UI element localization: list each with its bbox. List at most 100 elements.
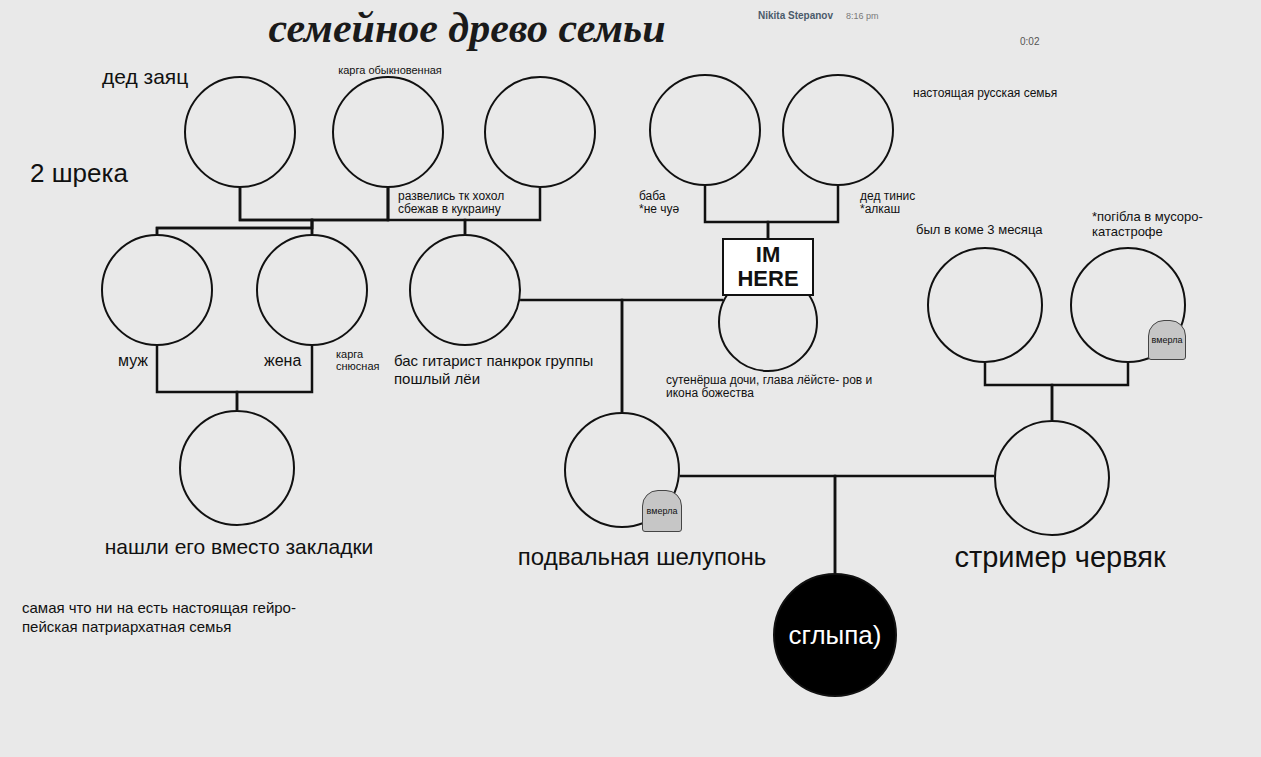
anime-bangs	[588, 449, 656, 479]
sign-text: IM HERE	[722, 238, 814, 296]
eye	[1065, 467, 1075, 473]
family-link	[985, 363, 1052, 420]
portrait-circle: дед заяц	[184, 76, 296, 188]
portrait-circle: женакарга снюсная	[256, 234, 368, 346]
ear-shade	[490, 190, 630, 470]
clown-hair	[729, 299, 755, 329]
cat-ear	[584, 414, 608, 448]
person-name: жена	[264, 351, 301, 370]
bottle	[1118, 316, 1127, 342]
avatar	[733, 11, 751, 29]
glasses	[142, 285, 154, 297]
clown-nose	[762, 328, 774, 340]
flag-band	[22, 150, 614, 239]
person-name: нашли его вместо закладки	[105, 534, 374, 559]
face-shade	[620, 20, 1261, 757]
glasses	[840, 121, 856, 137]
clown-eye	[775, 317, 785, 323]
flag-panel: баба *не чуәдед тинис *алкашIM HEREсутен…	[632, 62, 908, 405]
annotation: 2 шрека	[30, 158, 128, 189]
photo-background	[782, 74, 894, 186]
family-link	[157, 346, 237, 410]
hair	[129, 252, 185, 288]
cat-ear	[636, 414, 660, 448]
panel-outline	[634, 64, 906, 403]
person-name: бас гитарист панкрок группы пошлый лёи	[394, 352, 594, 388]
hair	[679, 95, 731, 125]
clown-hair	[781, 299, 807, 329]
hair	[362, 97, 414, 127]
message-time: 8:16 pm	[846, 11, 879, 22]
person-name: был в коме 3 месяца	[916, 222, 1043, 238]
edge-label: развелись тк хохол сбежав в кукраину	[398, 190, 532, 216]
face	[289, 267, 335, 323]
face	[679, 103, 731, 163]
bottle-cap	[1120, 311, 1125, 317]
bin-lid	[1092, 264, 1164, 274]
family-link	[705, 186, 768, 238]
family-link	[768, 186, 838, 238]
photo-background	[409, 234, 521, 346]
portrait-circle: нашли его вместо закладки	[179, 410, 295, 526]
photo-background	[649, 74, 761, 186]
glasses	[467, 285, 481, 299]
portrait-circle: баба *не чуә	[649, 74, 761, 186]
blush	[598, 499, 610, 505]
face	[516, 106, 564, 164]
photo-background	[184, 76, 296, 188]
portrait-circle: стример червяк	[994, 420, 1110, 536]
tombstone: вмерла	[1148, 320, 1186, 360]
family-link	[237, 346, 312, 410]
panel-outline	[22, 62, 614, 590]
onion-icon	[272, 423, 286, 441]
bin-wheel	[1099, 337, 1109, 347]
hair	[439, 255, 491, 285]
russian-flag	[632, 62, 908, 405]
grey-bin-photo	[1070, 247, 1186, 363]
flag-band	[22, 414, 614, 503]
glasses	[820, 121, 836, 137]
photo-background	[332, 76, 444, 188]
mouth	[1046, 500, 1070, 504]
portrait-circle: дед тинис *алкаш	[782, 74, 894, 186]
family-link	[157, 188, 388, 234]
hair	[214, 97, 266, 127]
flag-band	[22, 62, 614, 151]
bin-lid	[956, 264, 1014, 274]
face	[1018, 430, 1098, 534]
face	[814, 104, 862, 162]
green-bin-photo	[927, 247, 1043, 363]
photo-background	[256, 234, 368, 346]
person-name: *погібла в мусоро- катастрофе	[1092, 209, 1242, 239]
message-box	[722, 6, 1054, 58]
photo-background	[484, 76, 596, 188]
anime-eye	[604, 480, 616, 496]
person-name: баба *не чуә	[639, 190, 684, 216]
family-link	[312, 188, 388, 234]
glasses	[449, 285, 463, 299]
audio-duration: 0:02	[1020, 36, 1039, 48]
bin-circle: был в коме 3 месяца	[927, 247, 1043, 363]
flag-band	[632, 291, 908, 406]
portrait-circle: карга обыкновенная	[332, 76, 444, 188]
glasses	[391, 124, 405, 138]
rainbow-flag	[22, 62, 614, 590]
photo-background	[994, 420, 1110, 536]
person-name: подвальная шелупонь	[518, 542, 766, 571]
fringe	[286, 256, 338, 284]
cigarette	[1008, 258, 1030, 272]
portrait-photo	[409, 234, 521, 371]
portrait-photo	[994, 420, 1110, 536]
face	[441, 264, 489, 322]
face	[364, 106, 412, 164]
tombstone: вмерла	[642, 490, 682, 532]
glasses	[523, 124, 537, 138]
hair-shade	[1060, 30, 1261, 210]
portrait-circle: муж	[101, 234, 213, 346]
hair	[810, 90, 866, 126]
person-note: карга снюсная	[336, 348, 386, 372]
anime-eye	[628, 480, 640, 496]
